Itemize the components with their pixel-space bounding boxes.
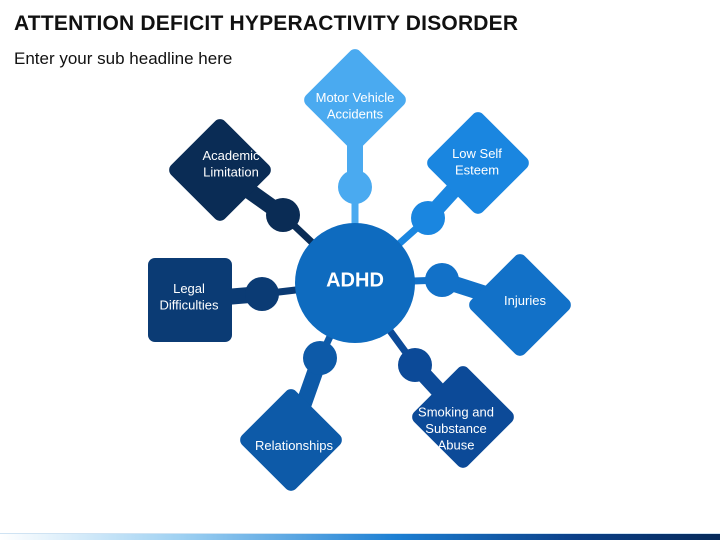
hub-circle bbox=[295, 223, 415, 343]
label-line: Difficulties bbox=[159, 298, 219, 313]
label-line: Substance bbox=[425, 421, 486, 436]
box-relations bbox=[240, 389, 342, 491]
label-line: Academic bbox=[202, 148, 260, 163]
page-title: ATTENTION DEFICIT HYPERACTIVITY DISORDER bbox=[14, 12, 519, 35]
label-line: Motor Vehicle bbox=[316, 90, 395, 105]
page-subtitle: Enter your sub headline here bbox=[14, 49, 233, 68]
hub-label: ADHD bbox=[326, 269, 384, 291]
label-line: Injuries bbox=[504, 293, 546, 308]
label-relations: Relationships bbox=[255, 438, 334, 453]
box-smoking bbox=[412, 366, 514, 468]
spoke-injuries: Injuries bbox=[351, 254, 571, 356]
footer-divider bbox=[0, 533, 720, 534]
label-injuries: Injuries bbox=[504, 293, 546, 308]
label-line: Low Self bbox=[452, 146, 502, 161]
label-line: Limitation bbox=[203, 165, 259, 180]
label-line: Esteem bbox=[455, 163, 499, 178]
adhd-hub: ADHD bbox=[295, 223, 415, 343]
connector-knob bbox=[245, 277, 279, 311]
connector-knob bbox=[303, 341, 337, 375]
connector-knob bbox=[398, 348, 432, 382]
connector-knob bbox=[411, 201, 445, 235]
label-line: Legal bbox=[173, 281, 205, 296]
box-legal bbox=[148, 258, 232, 342]
box-academic bbox=[169, 119, 271, 221]
box-injuries bbox=[469, 254, 571, 356]
connector-knob bbox=[266, 198, 300, 232]
label-line: Smoking and bbox=[418, 405, 494, 420]
footer-gradient-bar bbox=[0, 534, 720, 540]
spoke-relations: Relationships bbox=[240, 279, 359, 491]
connector-knob bbox=[425, 263, 459, 297]
label-line: Accidents bbox=[327, 107, 384, 122]
connector-knob bbox=[338, 170, 372, 204]
box-motor bbox=[304, 49, 406, 151]
box-esteem bbox=[427, 112, 529, 214]
label-line: Abuse bbox=[438, 438, 475, 453]
label-line: Relationships bbox=[255, 438, 334, 453]
